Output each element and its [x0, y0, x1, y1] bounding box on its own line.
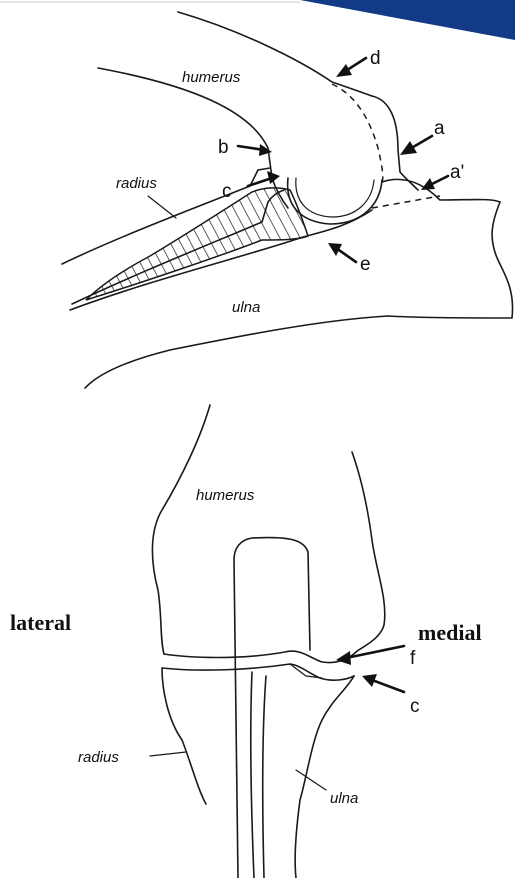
condyle-dashed-outline — [332, 84, 383, 182]
label-ulna-bottom: ulna — [330, 790, 358, 807]
label-humerus-bottom: humerus — [196, 487, 255, 504]
ulna-frontal — [263, 676, 266, 878]
bottom-frontal-view: humerus radius ulna lateral medial f c — [10, 405, 482, 878]
label-radius-top: radius — [116, 175, 157, 192]
marker-b: b — [218, 137, 229, 158]
label-ulna-top: ulna — [232, 299, 260, 316]
humerus-shaft-window — [234, 538, 310, 878]
corner-banner — [300, 0, 515, 40]
marker-d: d — [370, 48, 381, 69]
radius-frontal — [162, 668, 206, 804]
olecranon-dashed-line — [372, 196, 440, 208]
arrow-c-bottom — [372, 680, 404, 692]
label-lateral: lateral — [10, 610, 71, 635]
marker-a-prime: a' — [450, 162, 464, 183]
humerus-frontal-outline — [152, 405, 210, 654]
arrow-e — [336, 248, 356, 262]
marker-c-top: c — [222, 181, 232, 202]
marker-e: e — [360, 254, 371, 275]
arrow-f — [346, 646, 404, 658]
label-humerus-top: humerus — [182, 69, 241, 86]
marker-c-bottom: c — [410, 696, 420, 717]
label-radius-bottom: radius — [78, 749, 119, 766]
coronoid-hatched — [86, 188, 308, 300]
marker-f: f — [410, 648, 416, 669]
top-lateral-view: humerus radius ulna d a a' b c e — [62, 12, 513, 388]
label-medial: medial — [418, 620, 482, 645]
marker-a: a — [434, 118, 445, 139]
